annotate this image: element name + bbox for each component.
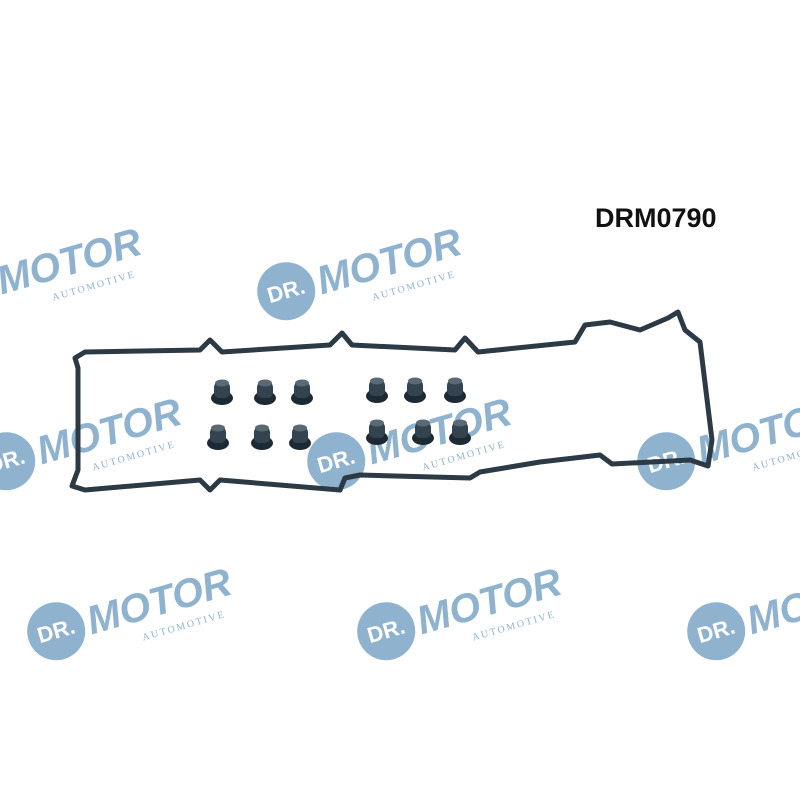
bolt-seal: [207, 424, 229, 450]
valve-cover-gasket: [69, 309, 715, 493]
bolt-seal: [366, 419, 388, 445]
bolt-seal: [444, 377, 466, 403]
bolt-seal: [251, 424, 273, 450]
bolt-seal: [449, 419, 471, 445]
product-code: DRM0790: [595, 203, 717, 233]
bolt-seal: [289, 424, 311, 450]
bolt-seal: [404, 377, 426, 403]
bolt-seal: [412, 419, 434, 445]
bolt-seal: [211, 379, 233, 405]
bolt-seal: [291, 379, 313, 405]
bolt-seal: [254, 379, 276, 405]
bolt-seal: [366, 377, 388, 403]
